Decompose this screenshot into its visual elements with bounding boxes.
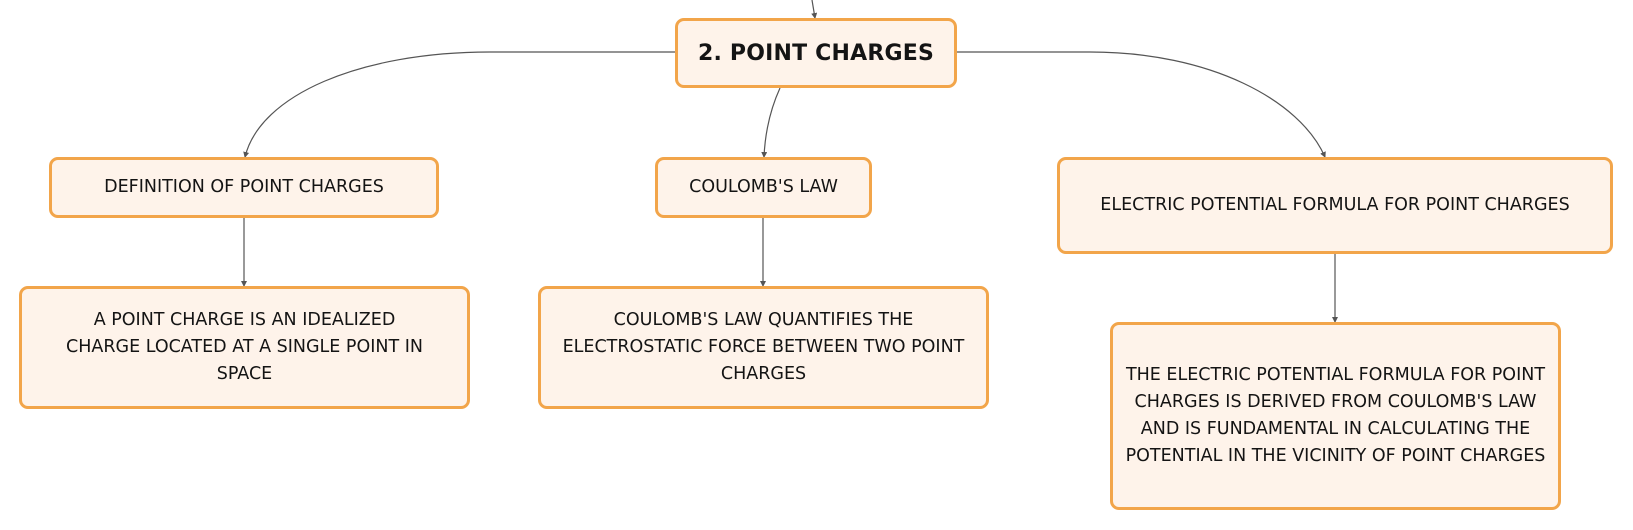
root-node-label: 2. POINT CHARGES <box>697 40 935 66</box>
detail-node-definition[interactable]: A POINT CHARGE IS AN IDEALIZED CHARGE LO… <box>19 286 470 409</box>
detail-node-coulomb[interactable]: COULOMB'S LAW QUANTIFIES THE ELECTROSTAT… <box>538 286 989 409</box>
topic-node-label: COULOMB'S LAW <box>689 177 838 197</box>
topic-node-label: DEFINITION OF POINT CHARGES <box>104 177 384 197</box>
connector-root-to-definition <box>243 51 675 158</box>
topic-node-potential[interactable]: ELECTRIC POTENTIAL FORMULA FOR POINT CHA… <box>1057 157 1613 254</box>
topic-node-label: ELECTRIC POTENTIAL FORMULA FOR POINT CHA… <box>1100 195 1570 215</box>
connector-incoming-root <box>811 0 818 19</box>
detail-node-text: THE ELECTRIC POTENTIAL FORMULA FOR POINT… <box>1125 365 1546 466</box>
topic-node-definition[interactable]: DEFINITION OF POINT CHARGES <box>49 157 439 218</box>
root-node[interactable]: 2. POINT CHARGES <box>675 18 957 88</box>
detail-node-potential[interactable]: THE ELECTRIC POTENTIAL FORMULA FOR POINT… <box>1110 322 1561 510</box>
detail-node-text: COULOMB'S LAW QUANTIFIES THE ELECTROSTAT… <box>562 310 965 384</box>
connector-root-to-potential <box>957 51 1326 158</box>
connector-root-to-coulomb <box>761 87 781 158</box>
detail-node-text: A POINT CHARGE IS AN IDEALIZED CHARGE LO… <box>66 310 423 384</box>
topic-node-coulomb[interactable]: COULOMB'S LAW <box>655 157 872 218</box>
